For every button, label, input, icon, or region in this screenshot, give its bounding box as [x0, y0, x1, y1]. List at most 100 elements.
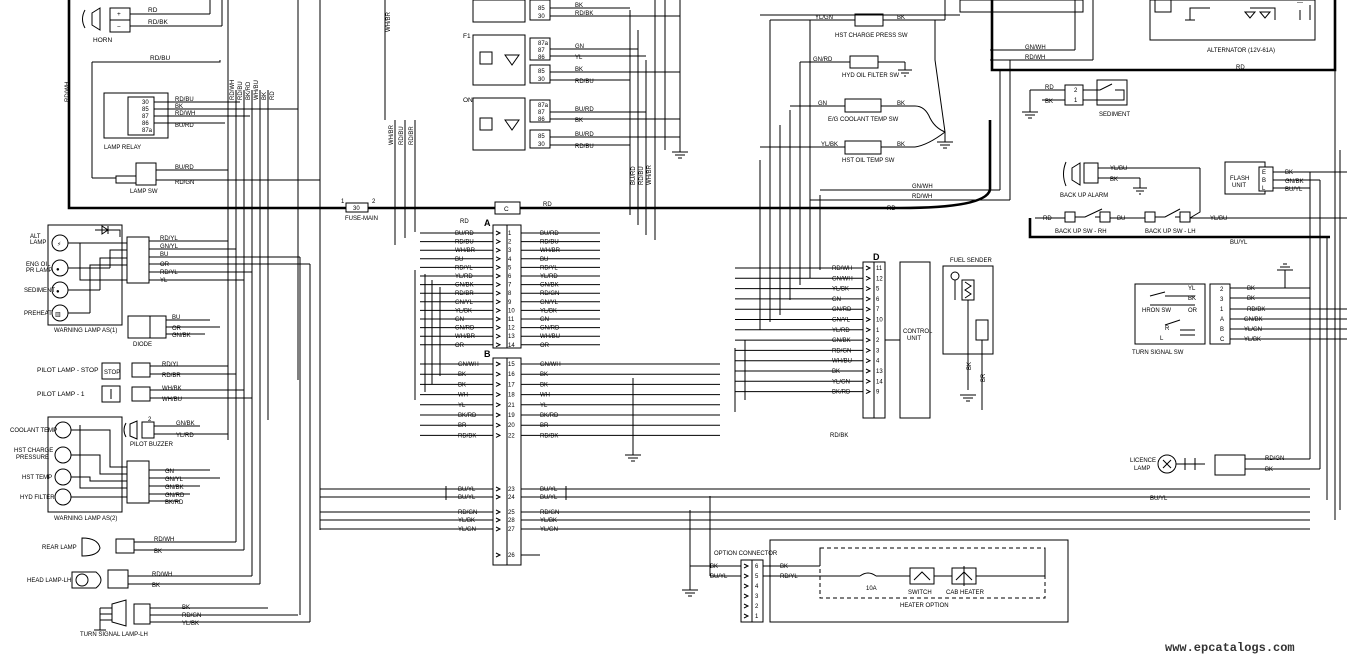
- warning2-wire-5: BK/RD: [165, 500, 184, 506]
- connector-d-terminal: [865, 358, 872, 364]
- connector-a-terminal: [495, 316, 502, 322]
- connector-a-pin: 11: [508, 317, 515, 323]
- mid-vwire-1: WH/BR: [389, 124, 395, 145]
- eg-coolant-temp-sw: GN BK E/G COOLANT TEMP SW: [790, 98, 915, 123]
- connector-a-right-wire: RD/YL: [540, 265, 558, 271]
- connector-a-terminal: [495, 307, 502, 313]
- option-right-wire-2: RD/YL: [780, 574, 798, 580]
- connector-b-pin: 22: [508, 433, 515, 439]
- pilot-1-wire-2: WH/BU: [162, 397, 182, 403]
- connector-b-left-wire: YL/GN: [458, 527, 476, 533]
- connector-d-terminal: [865, 275, 872, 281]
- connector-a-pin: 7: [508, 283, 512, 289]
- connector-a-left-wire: YL/RD: [455, 274, 473, 280]
- connector-b-pin: 20: [508, 423, 515, 429]
- connector-a-left-wire: RD/YL: [455, 265, 473, 271]
- connector-d-left-wire: YL/BK: [832, 287, 849, 293]
- connector-d-terminal: [865, 347, 872, 353]
- svg-text:●: ●: [56, 267, 60, 273]
- relay-f1-pin-30: 30: [538, 77, 545, 83]
- back-up-sw-lh-label: BACK UP SW - LH: [1145, 229, 1196, 235]
- connector-a-terminal: [495, 290, 502, 296]
- mid-vertical-wires: WH/BR RD/BU RD/BR BU/RD RD/BU WH/BR: [384, 0, 681, 245]
- warning1-wire-4: OR: [160, 262, 170, 268]
- connector-a-left-wire: OR: [455, 343, 465, 349]
- connector-a-left-wire: BU: [455, 257, 463, 263]
- connector-b-terminal: [495, 526, 502, 532]
- option-connector-terminal: [743, 593, 750, 599]
- heater-switch-label: SWITCH: [908, 590, 932, 596]
- hyd-filter-label: HYD FILTER: [20, 495, 55, 501]
- lamp-relay-pin-85: 85: [142, 107, 149, 113]
- lamp-sw-label: LAMP SW: [130, 189, 158, 195]
- rear-lamp: REAR LAMP RD/WH BK: [42, 537, 244, 557]
- left-vertical-wire: RD/WH: [65, 82, 71, 102]
- head-lamp-wire-1: RD/WH: [152, 572, 172, 578]
- hst-temp-wire-1: YL/BK: [821, 142, 838, 148]
- connector-d-pin: 1: [876, 328, 880, 334]
- warning-lamp-1-label: WARNING LAMP AS(1): [54, 328, 117, 334]
- connector-a-pin: 9: [508, 300, 512, 306]
- top-vertical-wires: RD/WH RD/BU BK/RD WH/BU BK RD WH/BR: [227, 0, 392, 530]
- back-up-alarm-label: BACK UP ALARM: [1060, 193, 1108, 199]
- connector-a-pin: 3: [508, 248, 512, 254]
- hron-wire-3: OR: [1188, 308, 1198, 314]
- hron-pin-3: 3: [1220, 297, 1224, 303]
- connector-d-pin: 3: [876, 348, 880, 354]
- connector-b-terminal: [495, 494, 502, 500]
- hron-side-3: RD/BK: [1247, 307, 1265, 313]
- connector-b-left-wire: BR: [458, 423, 467, 429]
- option-connector-pin: 2: [755, 604, 759, 610]
- connector-b-right-wire: BU/YL: [540, 487, 558, 493]
- heater-option-label: HEATER OPTION: [900, 603, 949, 609]
- connector-a-left-wire: WH/BR: [455, 334, 476, 340]
- connector-d-terminal: [865, 265, 872, 271]
- connector-a-right-wire: YL/BK: [540, 308, 557, 314]
- connector-d-left-wire: RD/GN: [832, 348, 851, 354]
- relay-f1-label: F1: [463, 33, 471, 40]
- connector-d-pin: 9: [876, 390, 880, 396]
- connector-d-pin: 11: [876, 266, 883, 272]
- connector-d: D 11RD/WH12GN/WH5YL/BK6GN7GN/RD10GN/YL1Y…: [735, 252, 886, 419]
- back-up-sw-rh-label: BACK UP SW - RH: [1055, 229, 1107, 235]
- connector-d-pin: 4: [876, 359, 880, 365]
- connector-a-left-wire: RD/BR: [455, 291, 474, 297]
- connector-b-pin: 21: [508, 403, 515, 409]
- relay-on: ON 87a 87 86 85 30 BU/RD BK BU/RD RD/BU: [463, 97, 688, 159]
- connector-a-left-wire: RD/BU: [455, 240, 474, 246]
- bu-yl-bottom: BU/YL: [1150, 496, 1168, 502]
- sediment-wire-1: RD: [1045, 85, 1054, 91]
- fuse-main-label: FUSE-MAIN: [345, 216, 378, 222]
- pilot-stop-wire-2: RD/BR: [162, 373, 181, 379]
- lamp-sw-wire-1: BU/RD: [175, 165, 194, 171]
- hron-wire-1: YL: [1188, 286, 1196, 292]
- right-top-wire-1: GN/WH: [912, 184, 933, 190]
- horn: + − HORN RD RD/BK: [82, 0, 223, 44]
- relay-on-label: ON: [463, 97, 473, 104]
- buzzer-wire-1: GN/BK: [176, 421, 195, 427]
- connector-d-terminal: [865, 286, 872, 292]
- connector-d-left-wire: BK/RD: [832, 390, 851, 396]
- connector-a-pin: 10: [508, 308, 515, 314]
- diode-wire-2: OR: [172, 326, 182, 332]
- connector-a-pin: 6: [508, 274, 512, 280]
- relay-on-wire-1: BU/RD: [575, 107, 594, 113]
- preheat-lamp-label: PREHEAT: [24, 311, 52, 317]
- connector-a-terminal: [495, 273, 502, 279]
- top-vwire-1: RD/WH: [230, 80, 236, 100]
- connector-b-terminal: [495, 371, 502, 377]
- hron-side-2: BK: [1247, 296, 1255, 302]
- connector-a-right-wire: BU: [540, 257, 548, 263]
- head-lamp-lh: HEAD LAMP-LH RD/WH BK: [27, 569, 260, 589]
- connector-b-right-wire: WH: [540, 393, 550, 399]
- connector-a-terminal: [495, 333, 502, 339]
- lamp-relay-pin-86: 86: [142, 121, 149, 127]
- hst-oil-temp-sw: YL/BK BK HST OIL TEMP SW: [760, 140, 915, 164]
- option-connector-terminal: [743, 563, 750, 569]
- lamp-relay-wire-3: RD/WH: [175, 111, 195, 117]
- option-connector-pin: 3: [755, 594, 759, 600]
